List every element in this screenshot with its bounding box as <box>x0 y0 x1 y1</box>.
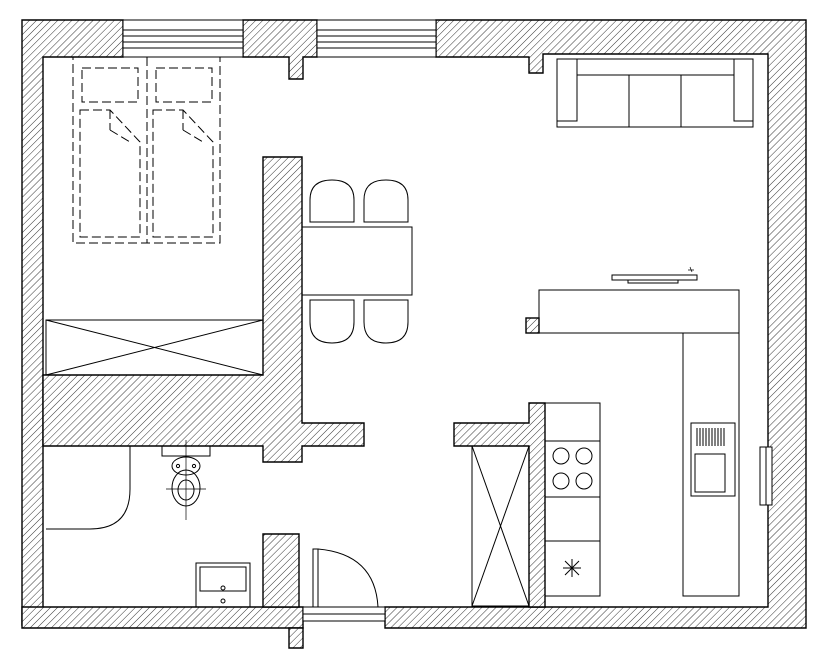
dining-table <box>301 226 413 296</box>
column <box>525 317 540 334</box>
outer-walls <box>21 19 807 649</box>
interior-walls <box>42 156 546 608</box>
kitchen-sink <box>690 422 736 497</box>
shower <box>46 446 131 530</box>
tall-cabinet <box>471 445 530 607</box>
chair-top-right <box>363 179 409 223</box>
top-right-window <box>316 19 437 58</box>
top-left-window <box>122 19 244 58</box>
washbasin <box>195 562 251 608</box>
cooktop <box>544 402 601 597</box>
sofa <box>556 58 754 128</box>
right-window <box>759 446 773 506</box>
chair-bottom-left <box>309 299 355 344</box>
tv-stand <box>611 266 698 284</box>
counter <box>538 289 740 597</box>
entrance-door <box>302 548 386 622</box>
double-bed <box>72 56 221 244</box>
wardrobe <box>45 319 264 376</box>
chair-bottom-right <box>363 299 409 344</box>
toilet <box>161 440 211 520</box>
chair-top-left <box>309 179 355 223</box>
